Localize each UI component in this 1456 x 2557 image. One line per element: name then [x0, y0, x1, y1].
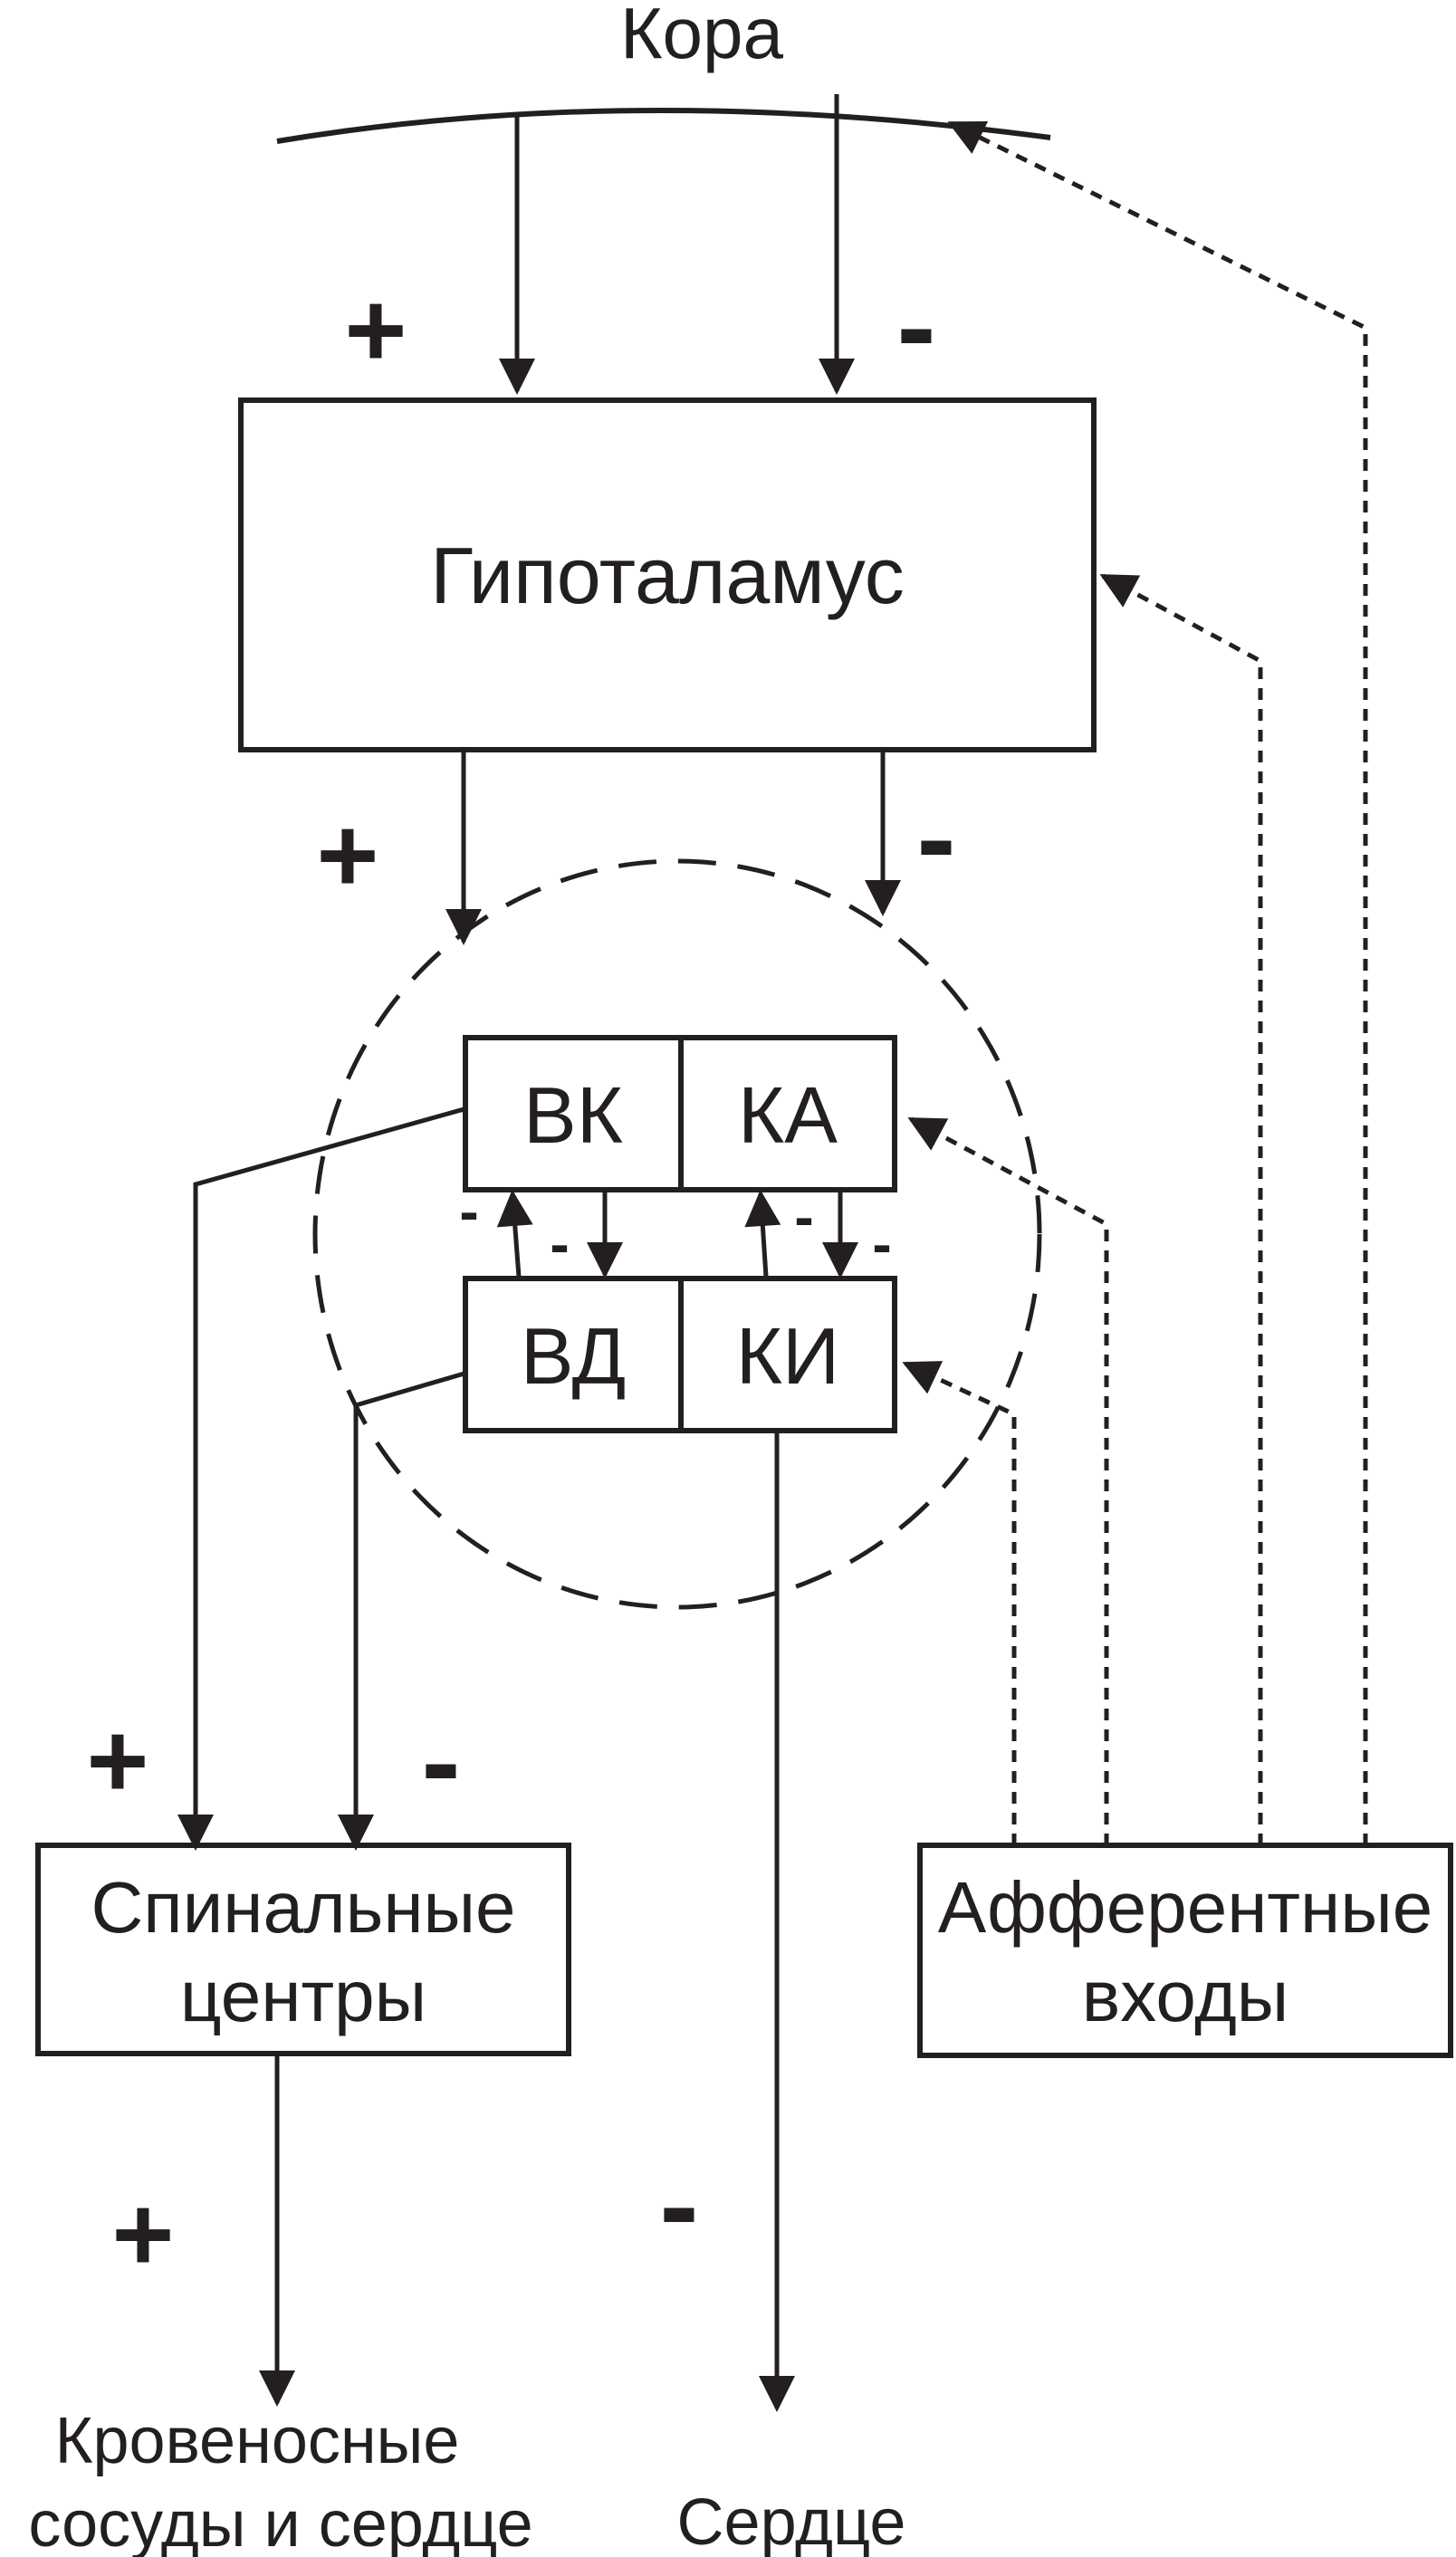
vessels-label-line2: сосуды и сердце: [28, 2488, 532, 2557]
heart-minus-sign: -: [659, 2139, 698, 2271]
inner-minus-sign-1: -: [459, 1179, 478, 1244]
medulla-dashed-circle: [312, 858, 1042, 1610]
spinal-centers-label-line1: Спинальные: [91, 1867, 516, 1948]
inner-minus-sign-2: -: [550, 1211, 569, 1277]
vd-to-vk-arrow: [496, 1190, 533, 1278]
cortex-minus-sign: -: [896, 260, 935, 392]
vd-to-spinal-arrow: [338, 1370, 468, 1851]
vk-to-spinal-arrow: [177, 1106, 468, 1851]
vessels-label-line1: Кровеносные: [55, 2405, 460, 2477]
heart-label: Сердце: [677, 2486, 906, 2557]
afferent-to-cortex-dotted-arrow: [947, 120, 1368, 1845]
vd-label: ВД: [521, 1311, 626, 1401]
cortex-plus-sign: +: [345, 271, 407, 390]
inner-minus-sign-4: -: [872, 1211, 891, 1277]
ki-to-ka-arrow: [744, 1190, 781, 1278]
inner-minus-sign-3: -: [794, 1184, 813, 1250]
hypothalamus-label: Гипоталамус: [430, 531, 905, 620]
spinal-plus-sign: +: [87, 1701, 149, 1821]
vessels-plus-sign: +: [112, 2175, 175, 2294]
hypo-plus-sign: +: [317, 796, 379, 915]
hypothalamus-box: [238, 397, 1097, 752]
afferent-inputs-label-line2: входы: [1082, 1956, 1289, 2036]
spinal-centers-label-line2: центры: [180, 1956, 426, 2036]
vk-label: ВК: [523, 1070, 623, 1160]
cortex-arc: [276, 108, 1051, 144]
ki-label: КИ: [736, 1311, 840, 1401]
afferent-inputs-label-line1: Афферентные: [938, 1867, 1432, 1948]
spinal-minus-sign: -: [421, 1695, 460, 1827]
spinal-centers-box: [35, 1843, 571, 2056]
hypo-minus-sign: -: [916, 771, 955, 904]
afferent-to-ki-dotted-arrow: [902, 1361, 1017, 1845]
cortex-label: Кора: [620, 0, 784, 73]
afferent-inputs-box: [917, 1843, 1453, 2058]
afferent-to-ka-dotted-arrow: [907, 1116, 1109, 1845]
afferent-to-hypothalamus-dotted-arrow: [1099, 573, 1263, 1845]
ka-label: КА: [738, 1070, 838, 1160]
